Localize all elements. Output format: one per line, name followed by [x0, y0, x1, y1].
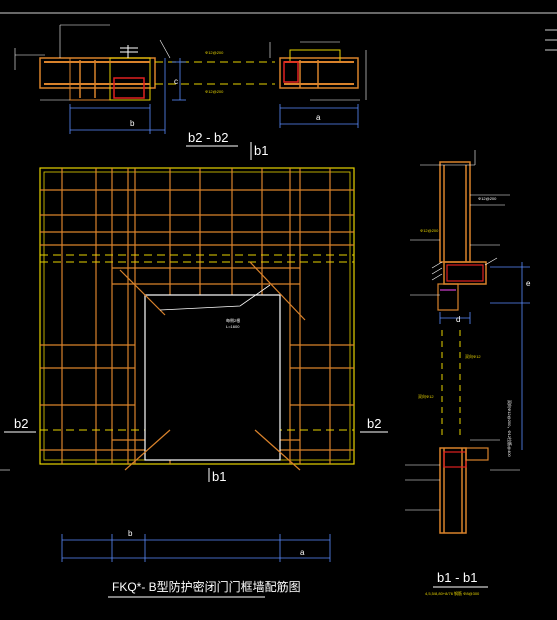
b1-dim-d: d	[456, 315, 460, 324]
marker-b2-left: b2	[14, 416, 28, 431]
svg-text:双向Φ12@200，Φ12拉筋@400: 双向Φ12@200，Φ12拉筋@400	[507, 400, 513, 458]
svg-text:Φ12@200: Φ12@200	[205, 89, 224, 94]
section-b1-detail: Φ12@200 Φ12@200 d e 双向Φ12 双向Φ12 双向Φ12@20…	[405, 150, 531, 596]
plan-leader-note-1: 每侧2根	[226, 317, 240, 323]
marker-b1-top: b1	[254, 143, 268, 158]
marker-b2-right: b2	[367, 416, 381, 431]
b2-dim-b: b	[130, 119, 135, 128]
section-b2-title: b2 - b2	[188, 130, 228, 145]
section-b1-title: b1 - b1	[437, 570, 477, 585]
frame-wall-plan: 每侧2根 L=1600	[39, 167, 355, 471]
b2-dim-c: c	[174, 77, 178, 86]
drawing-title: FKQ*- B型防护密闭门门框墙配筋图	[112, 579, 301, 594]
section-b2-detail: Φ12@200 Φ12@200 b c a b2 - b2	[14, 24, 367, 147]
svg-text:双向Φ12: 双向Φ12	[465, 353, 481, 359]
plan-dim-b: b	[128, 529, 133, 538]
svg-text:双向Φ12: 双向Φ12	[418, 393, 434, 399]
marker-b1-bottom: b1	[212, 469, 226, 484]
svg-text:Φ12@200: Φ12@200	[205, 50, 224, 55]
svg-text:Φ12@200: Φ12@200	[420, 228, 439, 233]
section-b1-note: 4,5,5/8,80+8/76 钢筋 Φ8@300	[425, 590, 480, 596]
plan-dim-a: a	[300, 548, 305, 557]
b1-dim-e: e	[526, 279, 531, 288]
door-opening	[144, 294, 281, 461]
plan-dimensions: b a	[61, 529, 331, 562]
svg-text:Φ12@200: Φ12@200	[478, 196, 497, 201]
plan-leader-note-2: L=1600	[226, 324, 240, 329]
b2-dim-a: a	[316, 113, 321, 122]
